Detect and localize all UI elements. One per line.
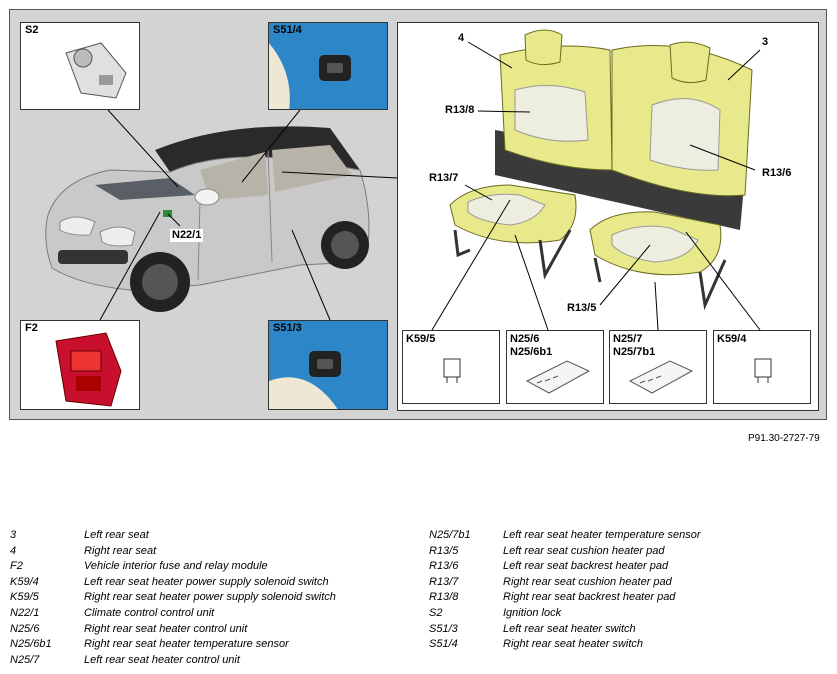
callout-s51-4: S51/4 <box>273 24 302 36</box>
n25-7-inset <box>609 330 707 404</box>
legend-row: R13/6 Left rear seat backrest heater pad <box>429 559 701 575</box>
legend-row: N25/7 Left rear seat heater control unit <box>10 653 336 669</box>
legend-desc: Right rear seat heater temperature senso… <box>84 638 289 651</box>
legend-code: R13/7 <box>429 575 459 588</box>
callout-s2: S2 <box>25 24 39 36</box>
callout-n25-7: N25/7 N25/7b1 <box>613 333 656 358</box>
control-unit-n25-6-drawing <box>525 360 591 394</box>
legend-code: N22/1 <box>10 606 40 619</box>
legend-code: R13/6 <box>429 560 459 573</box>
legend-code: F2 <box>10 560 23 573</box>
callout-k59-5: K59/5 <box>406 333 436 345</box>
switch-s51-4-drawing <box>269 43 351 109</box>
legend-code: K59/4 <box>10 575 39 588</box>
legend-desc: Climate control control unit <box>84 606 215 619</box>
legend-row: F2 Vehicle interior fuse and relay module <box>10 559 336 575</box>
legend-code: S51/4 <box>429 638 458 651</box>
legend-right: N25/7b1 Left rear seat heater temperature… <box>429 528 701 653</box>
legend-code: R13/8 <box>429 591 459 604</box>
legend-row: S51/3 Left rear seat heater switch <box>429 622 701 638</box>
legend-code: N25/6 <box>10 622 40 635</box>
legend-desc: Left rear seat heater switch <box>503 622 636 635</box>
legend-row: S2 Ignition lock <box>429 606 701 622</box>
ignition-lock-drawing <box>65 42 127 99</box>
legend-code: 4 <box>10 544 17 557</box>
legend-desc: Right rear seat heater power supply sole… <box>84 591 336 604</box>
legend-code: N25/6b1 <box>10 638 52 651</box>
legend-desc: Left rear seat heater power supply solen… <box>84 575 329 588</box>
relay-k59-5-drawing <box>443 358 461 383</box>
callout-n22-1: N22/1 <box>170 229 204 242</box>
n25-6-inset <box>506 330 604 404</box>
legend-row: N25/6 Right rear seat heater control unit <box>10 622 336 638</box>
legend-code: S51/3 <box>429 622 458 635</box>
callout-r13-5: R13/5 <box>565 302 599 315</box>
legend-code: N25/7b1 <box>429 529 471 541</box>
legend-row: 3 Left rear seat <box>10 528 336 544</box>
legend-row: N25/6b1 Right rear seat heater temperatur… <box>10 637 336 653</box>
legend-desc: Right rear seat <box>84 544 157 557</box>
legend-code: 3 <box>10 529 17 541</box>
legend-row: 4 Right rear seat <box>10 544 336 560</box>
legend-desc: Right rear seat cushion heater pad <box>503 575 672 588</box>
legend-row: S51/4 Right rear seat heater switch <box>429 637 701 653</box>
legend-desc: Right rear seat heater switch <box>503 638 644 651</box>
fuse-module-inset <box>20 320 140 410</box>
legend-row: R13/7 Right rear seat cushion heater pad <box>429 575 701 591</box>
callout-seat-3: 3 <box>760 36 771 49</box>
callout-r13-7: R13/7 <box>427 172 461 185</box>
legend-desc: Left rear seat heater temperature sensor <box>503 529 701 541</box>
legend-code: R13/5 <box>429 544 459 557</box>
callout-seat-4: 4 <box>456 32 467 45</box>
legend-desc: Ignition lock <box>503 606 562 619</box>
legend-desc: Right rear seat heater control unit <box>84 622 248 635</box>
legend-desc: Right rear seat backrest heater pad <box>503 591 676 604</box>
callout-s51-3: S51/3 <box>273 322 302 334</box>
legend-desc: Left rear seat backrest heater pad <box>503 560 669 573</box>
callout-r13-8: R13/8 <box>443 104 477 117</box>
k59-5-inset <box>402 330 500 404</box>
legend-row: N25/7b1 Left rear seat heater temperature… <box>429 528 701 544</box>
relay-k59-4-drawing <box>754 358 772 383</box>
callout-n25-6: N25/6 N25/6b1 <box>510 333 553 358</box>
legend-desc: Left rear seat cushion heater pad <box>503 544 665 557</box>
legend-row: K59/5 Right rear seat heater power supply… <box>10 590 336 606</box>
ignition-lock-inset <box>20 22 140 110</box>
legend-row: R13/8 Right rear seat backrest heater pad <box>429 590 701 606</box>
legend-row: K59/4 Left rear seat heater power supply … <box>10 575 336 591</box>
control-unit-n25-7-drawing <box>628 360 694 394</box>
legend-desc: Left rear seat <box>84 529 149 541</box>
callout-f2: F2 <box>25 322 38 334</box>
legend-row: R13/5 Left rear seat cushion heater pad <box>429 544 701 560</box>
legend-code: N25/7 <box>10 653 40 666</box>
switch-s51-3-drawing <box>269 351 341 409</box>
k59-4-inset <box>713 330 811 404</box>
fuse-module-drawing <box>55 332 122 407</box>
legend-row: N22/1 Climate control control unit <box>10 606 336 622</box>
callout-r13-6: R13/6 <box>760 167 794 180</box>
figure-reference: P91.30-2727-79 <box>748 433 820 444</box>
legend-desc: Vehicle interior fuse and relay module <box>84 560 268 573</box>
legend-desc: Left rear seat heater control unit <box>84 653 240 666</box>
s51-3-switch-inset <box>268 320 388 410</box>
legend-left: 3 Left rear seat 4 Right rear seat F2 Vehic… <box>10 528 336 668</box>
s51-4-switch-inset <box>268 22 388 110</box>
callout-k59-4: K59/4 <box>717 333 747 345</box>
legend-code: K59/5 <box>10 591 39 604</box>
legend-code: S2 <box>429 606 443 619</box>
